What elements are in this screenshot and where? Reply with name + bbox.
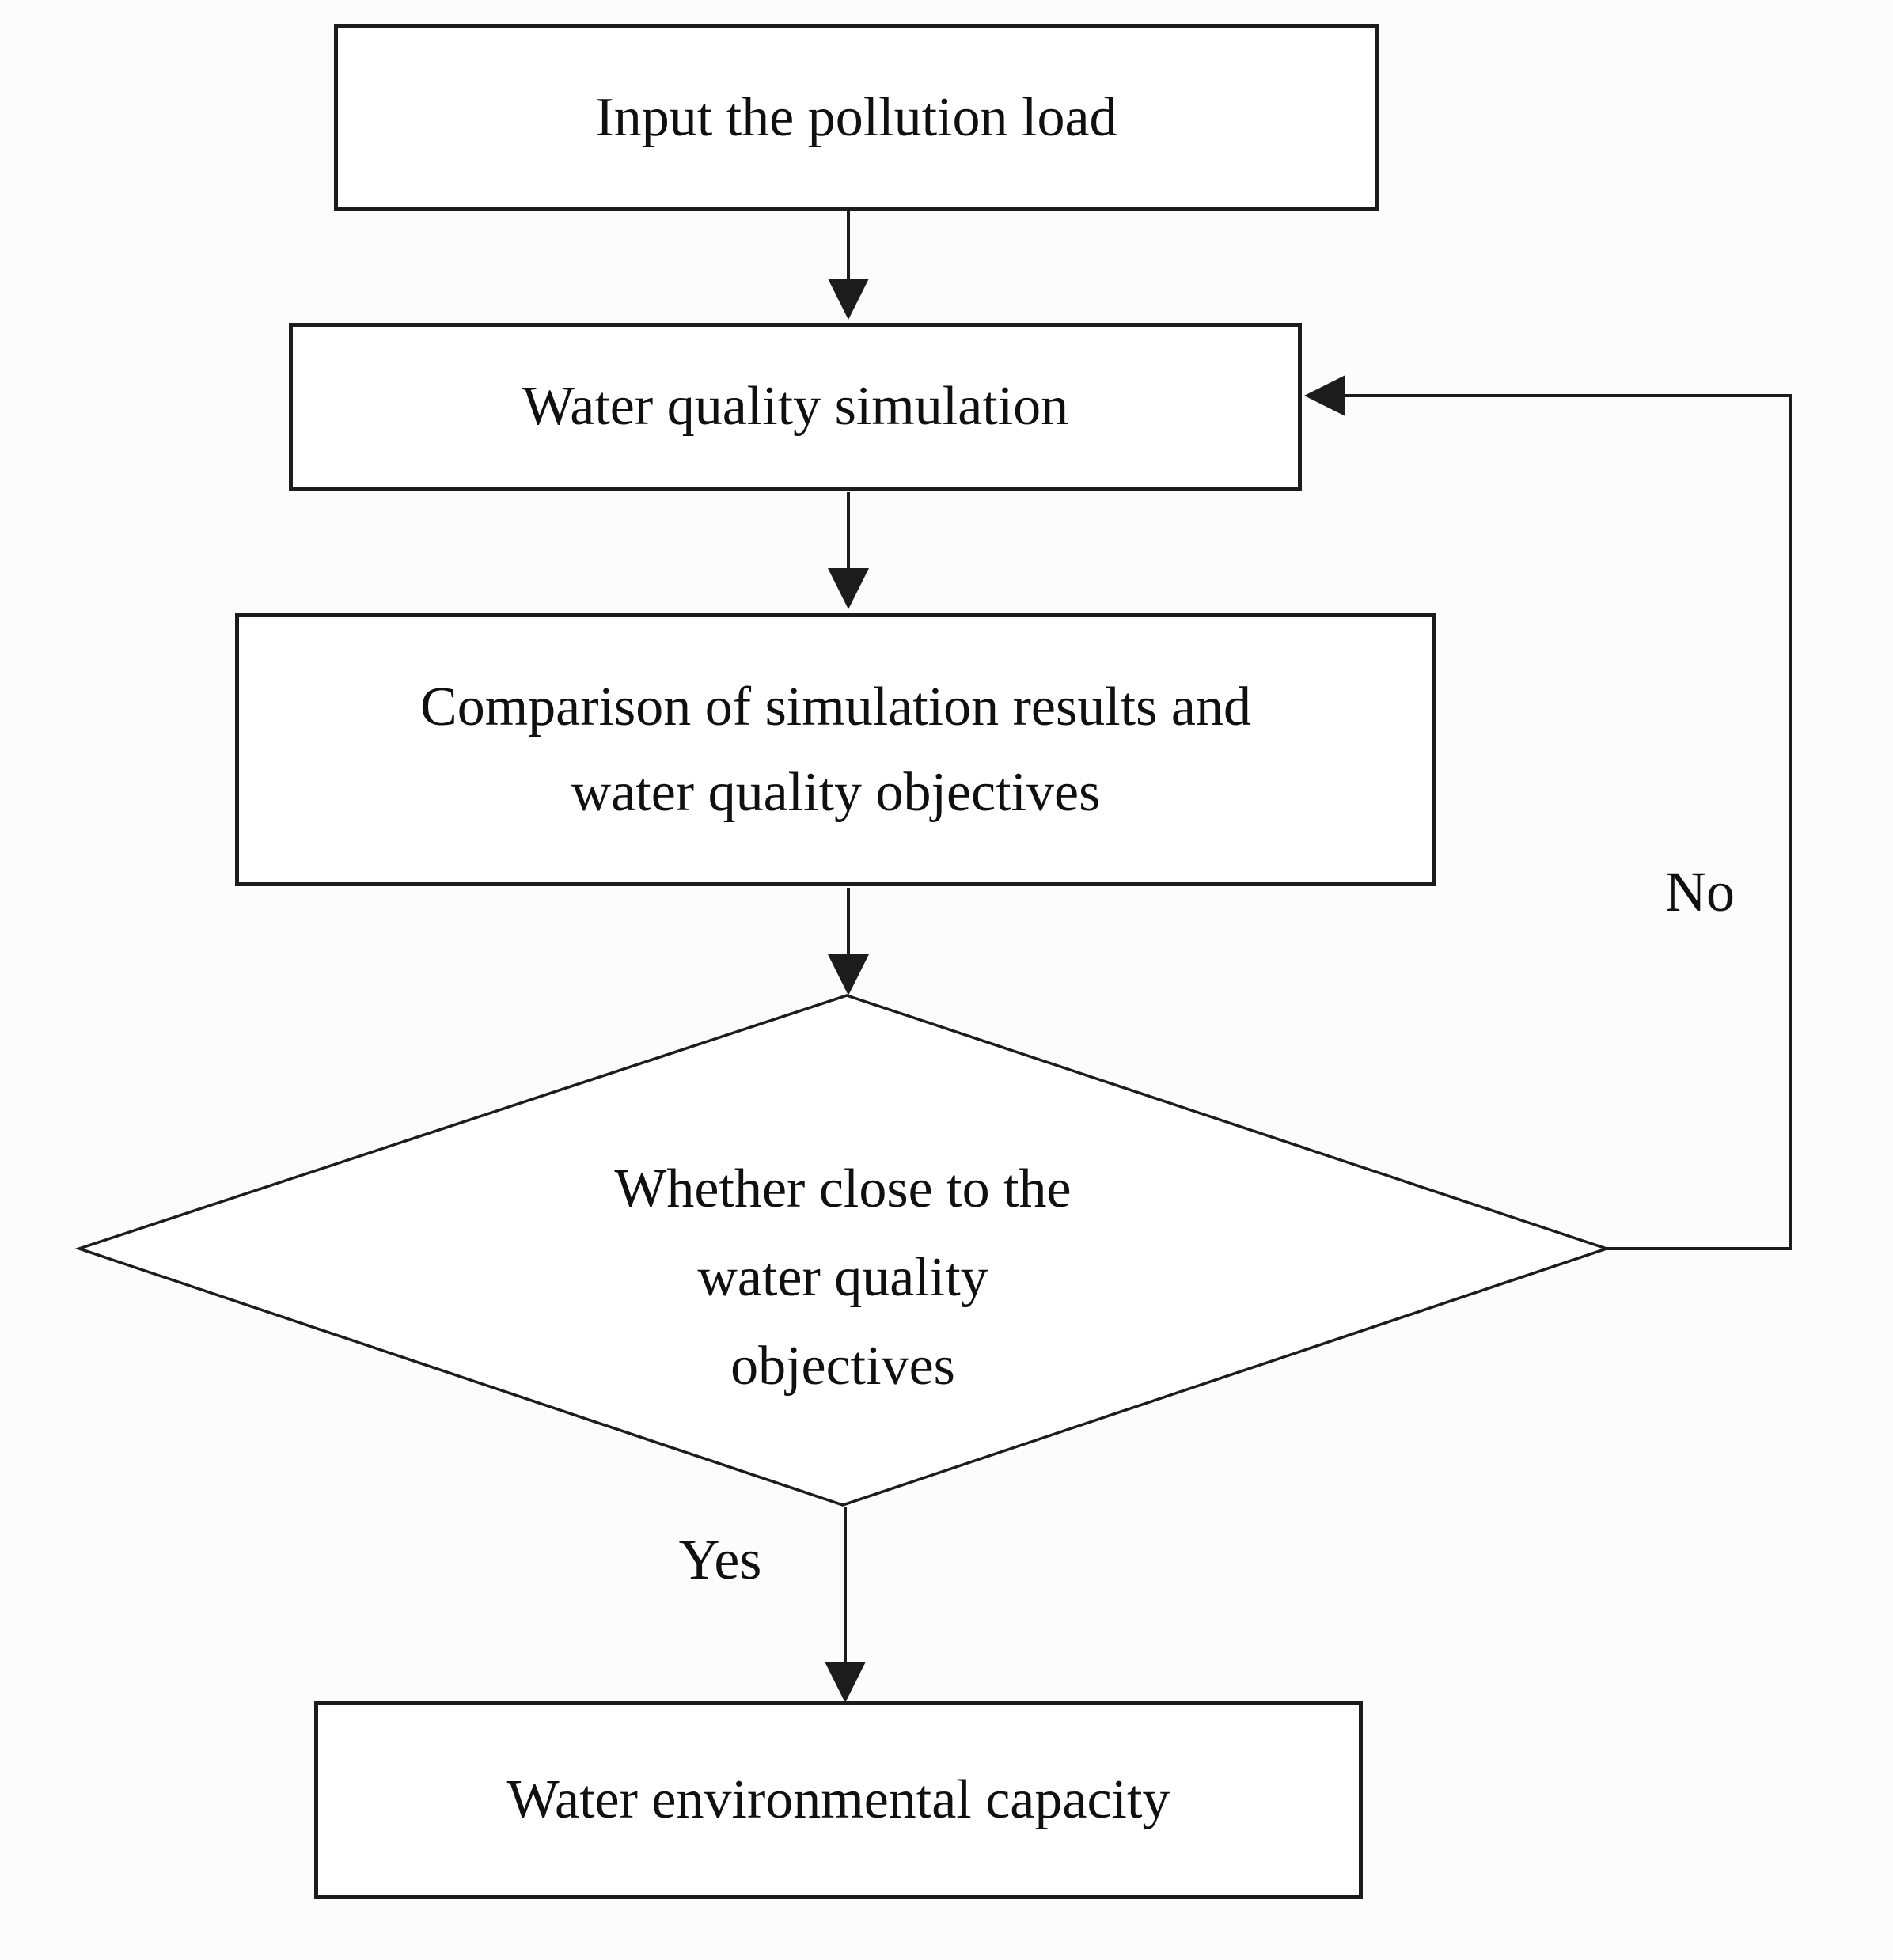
decision-diamond-shape [74, 994, 1611, 1507]
node-label: Water quality simulation [522, 376, 1069, 437]
node-label: Water environmental capacity [506, 1769, 1170, 1830]
node-comparison-results-objectives: Comparison of simulation results and wat… [235, 613, 1436, 886]
decision-label-line-2: water quality [697, 1247, 988, 1308]
node-label-line-1: Comparison of simulation results and [420, 676, 1251, 737]
decision-label-line-3: objectives [730, 1336, 955, 1397]
no-feedback-connector [1304, 375, 1792, 1250]
node-water-quality-simulation: Water quality simulation [289, 323, 1302, 491]
node-input-pollution-load: Input the pollution load [334, 24, 1379, 211]
node-label-line-2: water quality objectives [571, 761, 1101, 823]
decision-label-line-1: Whether close to the [614, 1158, 1072, 1219]
node-label: Input the pollution load [595, 86, 1117, 148]
yes-edge-label: Yes [678, 1528, 762, 1591]
node-water-environmental-capacity: Water environmental capacity [314, 1701, 1363, 1899]
no-edge-label: No [1665, 860, 1735, 923]
node-decision-close-to-objectives: Whether close to the water quality objec… [447, 1145, 1239, 1411]
